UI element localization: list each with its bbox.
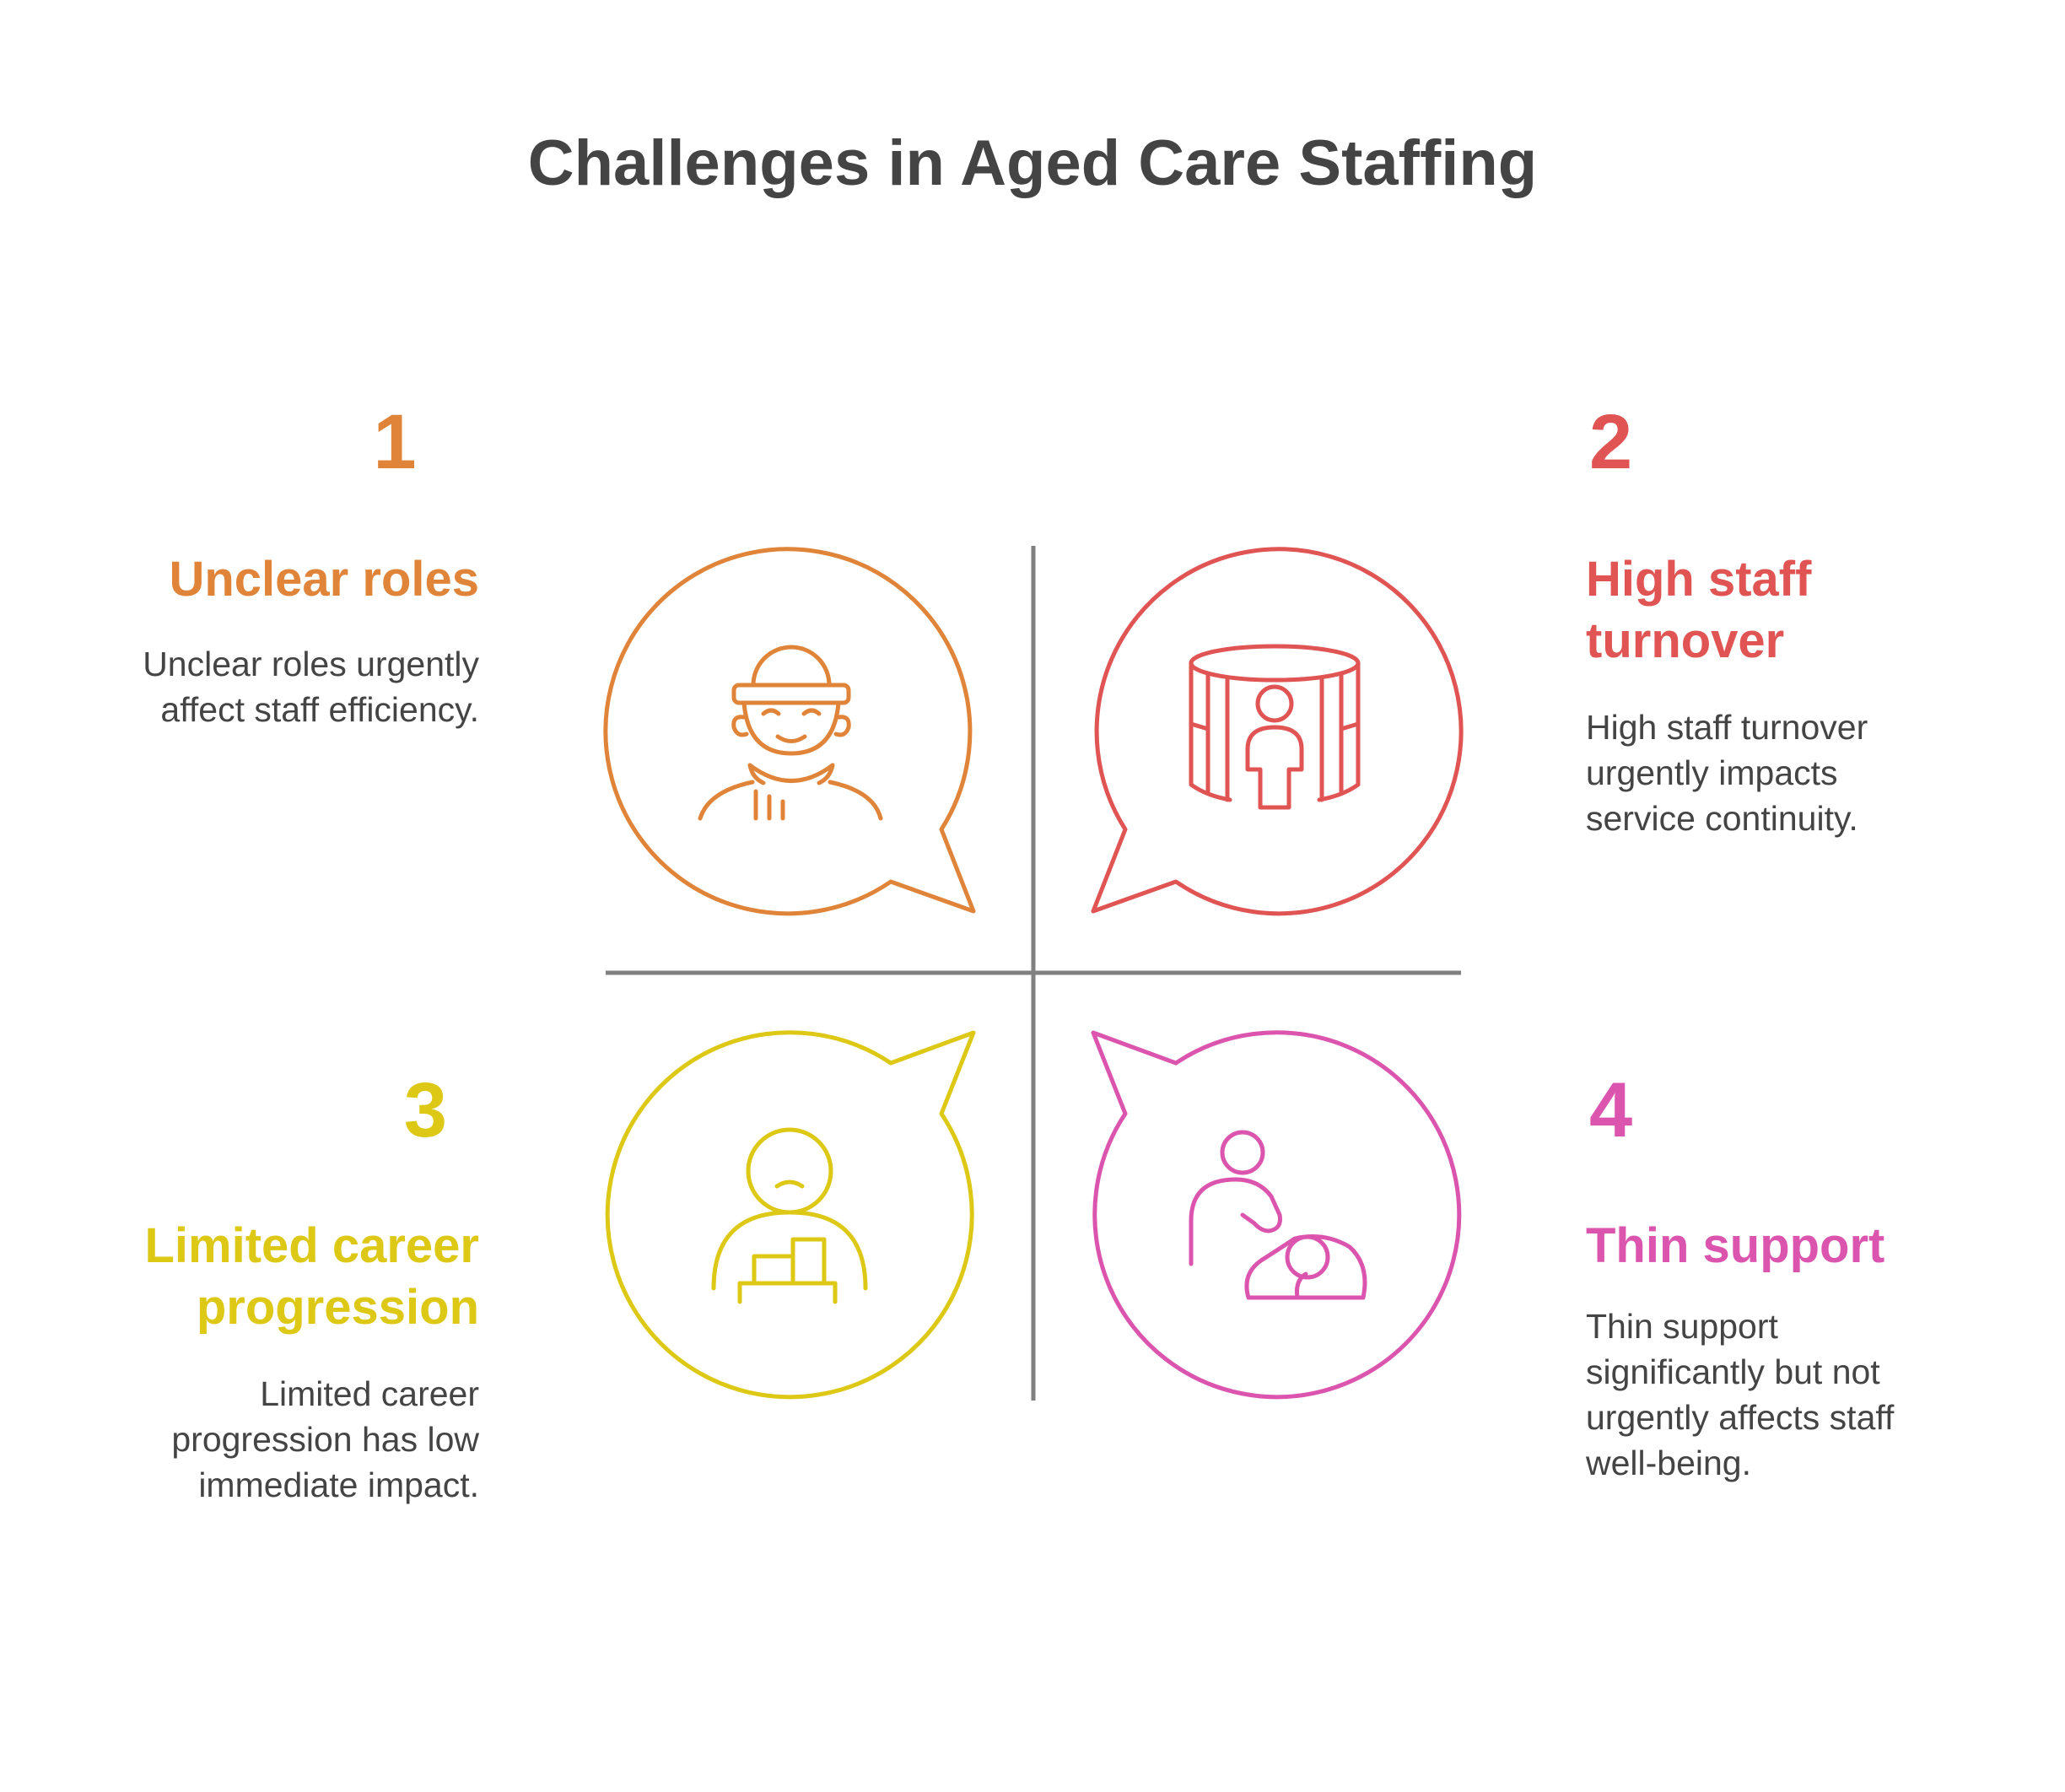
revolving-door-person-icon [1189, 644, 1361, 810]
quadrant-number-2: 2 [1589, 399, 1633, 485]
quadrant-description-thin-support: Thin support significantly but not urgen… [1586, 1307, 1895, 1482]
bubble-limited-career-progression [605, 1030, 976, 1400]
quadrant-heading-limited-career-progression: Limited career progression [144, 1218, 479, 1335]
bubble-thin-support [1091, 1030, 1462, 1400]
quadrant-number-3: 3 [403, 1067, 447, 1153]
bubble-unclear-roles [603, 547, 976, 916]
quadrant-heading-unclear-roles: Unclear roles [169, 552, 479, 607]
quadrant-number-4: 4 [1589, 1067, 1633, 1153]
quadrant-number-1: 1 [373, 399, 417, 485]
caregiver-patient-icon [1189, 1130, 1367, 1300]
sad-person-steps-icon [711, 1127, 868, 1304]
quadrant-heading-thin-support: Thin support [1586, 1218, 1885, 1273]
quadrant-description-high-staff-turnover: High staff turnover urgently impacts ser… [1586, 708, 1868, 838]
quadrant-description-limited-career-progression: Limited career progression has low immed… [171, 1374, 479, 1504]
quadrant-description-unclear-roles: Unclear roles urgently affect staff effi… [143, 645, 479, 729]
bubble-high-staff-turnover [1091, 547, 1464, 916]
quadrant-heading-high-staff-turnover: High staff turnover [1586, 552, 1812, 668]
worker-icon [698, 645, 883, 821]
page-title: Challenges in Aged Care Staffing [527, 127, 1538, 199]
